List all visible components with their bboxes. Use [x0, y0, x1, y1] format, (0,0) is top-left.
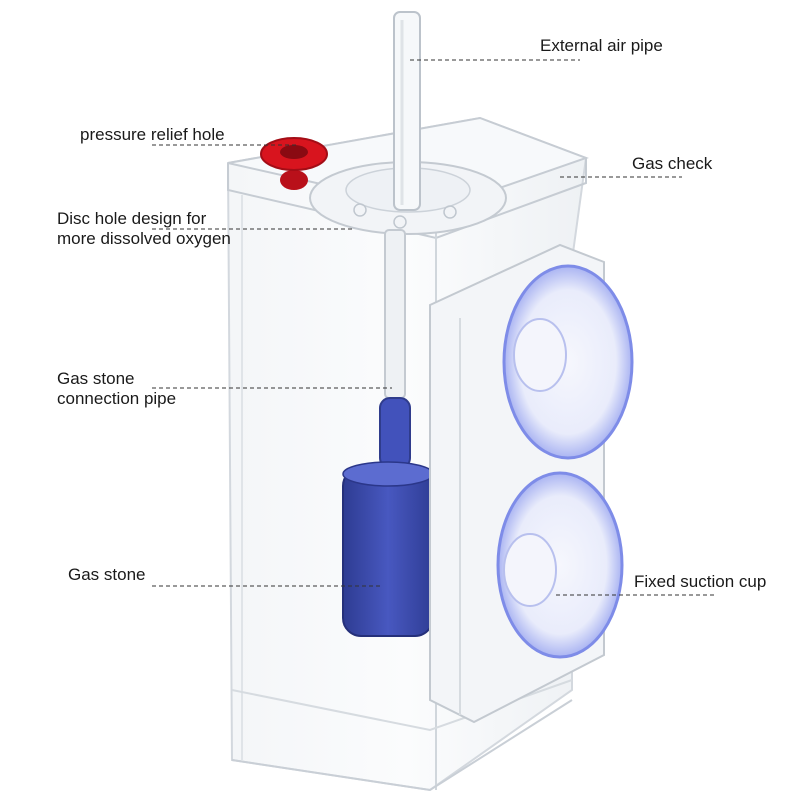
gas-stone-connection-pipe — [379, 229, 411, 469]
label-fixed-suction-cup: Fixed suction cup — [634, 572, 767, 591]
suction-cup-upper — [502, 264, 634, 460]
label-gas-check: Gas check — [632, 154, 713, 173]
suction-cup-lower — [496, 471, 624, 659]
label-gas-stone-connection-pipe: Gas stone connection pipe — [57, 369, 177, 408]
label-pressure-relief-hole: pressure relief hole — [80, 125, 225, 144]
leader-lines — [152, 59, 716, 596]
label-gas-stone: Gas stone — [68, 565, 146, 584]
label-disc-hole-design: Disc hole design for more dissolved oxyg… — [57, 209, 231, 248]
gas-stone — [342, 461, 434, 637]
pressure-relief-valve — [260, 137, 328, 190]
label-external-air-pipe: External air pipe — [540, 36, 663, 55]
external-air-pipe — [393, 11, 421, 211]
